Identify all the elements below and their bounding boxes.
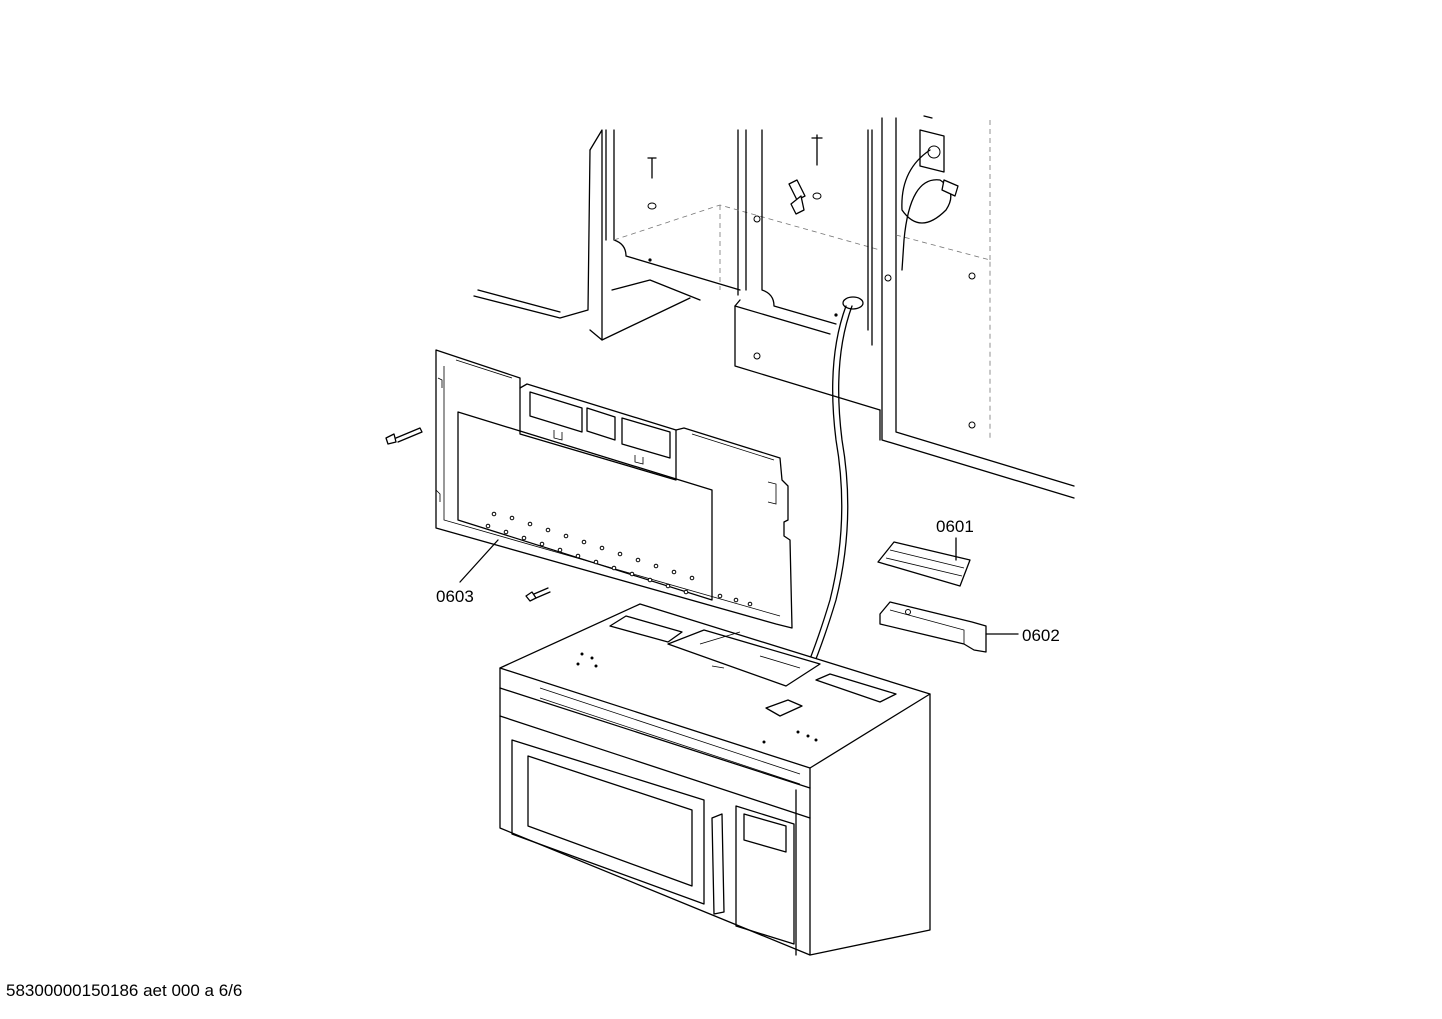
upper-cabinets [473, 115, 1075, 701]
plate-perforations [485, 511, 753, 607]
mounting-plate [435, 349, 793, 629]
callout-0603: 0603 [436, 587, 474, 606]
screw-lower [525, 587, 551, 602]
callout-0602: 0602 [1022, 626, 1060, 645]
callout-0601: 0601 [936, 517, 974, 536]
screw-left [385, 427, 423, 445]
drawing-reference-number: 58300000150186 aet 000 a 6/6 [6, 981, 243, 1000]
part-0602 [879, 601, 987, 653]
leader-0603 [459, 539, 499, 583]
part-0601 [877, 541, 971, 587]
microwave [499, 603, 931, 956]
